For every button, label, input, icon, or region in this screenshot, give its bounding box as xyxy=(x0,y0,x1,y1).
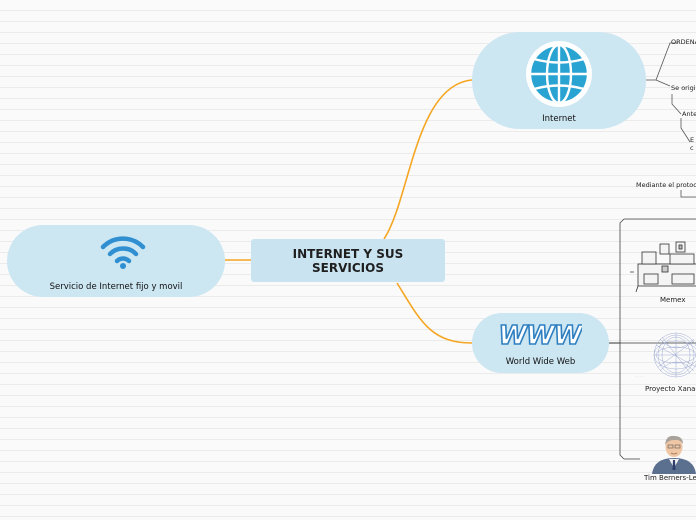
wifi-icon xyxy=(100,235,146,269)
topic-label: Internet xyxy=(472,114,646,124)
memex-label: Memex xyxy=(660,296,686,304)
berners-lee-label: Tim Berners-Lee xyxy=(644,474,696,482)
subtopic-tim-berners-lee[interactable]: Tim Berners-Lee xyxy=(640,432,696,492)
topic-label: Servicio de Internet fijo y movil xyxy=(7,282,225,292)
subtopic-ordena[interactable]: ORDENA xyxy=(671,38,696,46)
topic-world-wide-web[interactable]: WWW World Wide Web xyxy=(472,313,609,373)
subtopic-ante[interactable]: Ante xyxy=(682,110,696,118)
central-topic[interactable]: INTERNET Y SUS SERVICIOS xyxy=(251,239,445,282)
subtopic-proyecto-xanadu[interactable]: ···· · ····· Proyecto Xanad xyxy=(632,327,696,397)
subtopic-mediante[interactable]: Mediante el protoc xyxy=(636,181,696,189)
subtopic-e[interactable]: E xyxy=(690,136,694,144)
memex-machine-image xyxy=(634,238,696,294)
topic-label: World Wide Web xyxy=(472,357,609,367)
globe-icon xyxy=(524,39,594,109)
topic-internet[interactable]: Internet xyxy=(472,32,646,129)
svg-text:···· · ·····: ···· · ····· xyxy=(635,375,645,378)
xanadu-label: Proyecto Xanad xyxy=(645,385,696,393)
subtopic-c[interactable]: c xyxy=(690,144,694,152)
branch-www xyxy=(397,283,472,343)
subtopic-se-origi[interactable]: Se origi xyxy=(671,84,696,92)
topic-servicio-internet[interactable]: Servicio de Internet fijo y movil xyxy=(7,225,225,297)
svg-text:WWW: WWW xyxy=(498,322,582,348)
branch-internet xyxy=(384,80,472,239)
person-portrait-image xyxy=(648,432,696,474)
central-title-line2: SERVICIOS xyxy=(293,261,404,275)
central-title-line1: INTERNET Y SUS xyxy=(293,247,404,261)
www-icon: WWW xyxy=(498,322,582,348)
xanadu-network-image: ···· · ····· xyxy=(632,327,696,383)
subtopic-memex[interactable]: Memex xyxy=(632,238,696,308)
